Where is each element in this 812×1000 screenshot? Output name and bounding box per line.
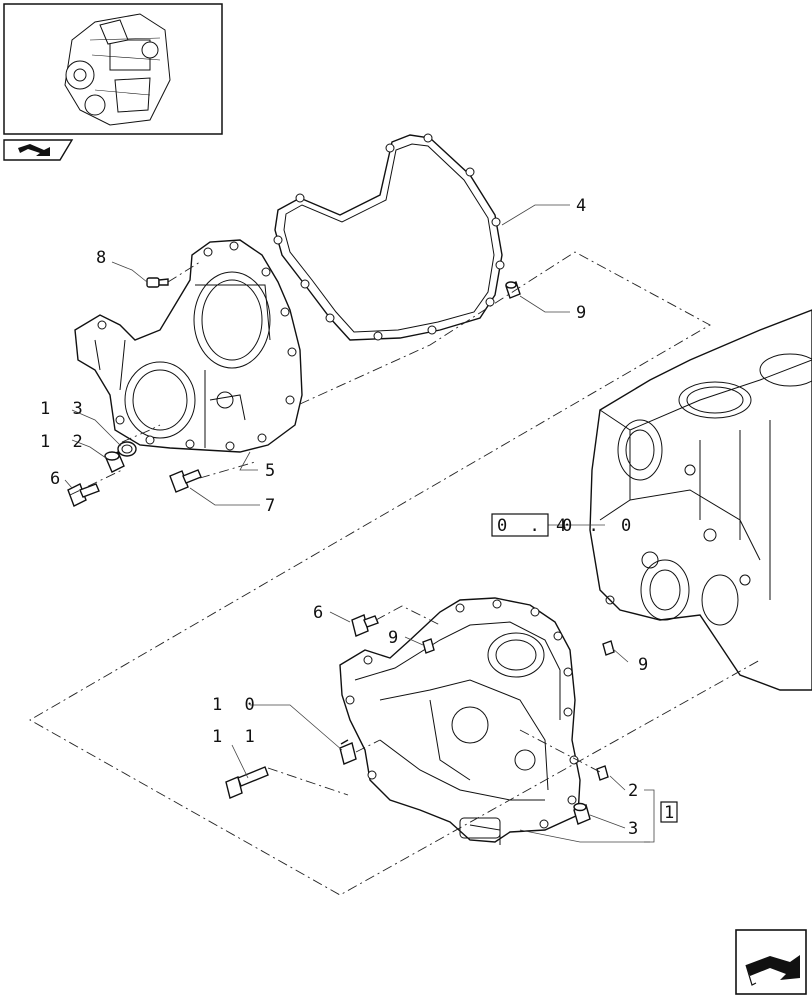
callout-10[interactable]: 1 0 (212, 695, 261, 715)
reference-tail-text: 4 . 0 (556, 516, 637, 536)
dowel-part-9-mid[interactable] (422, 638, 435, 654)
callout-9-top[interactable]: 9 (576, 303, 592, 323)
callout-labels: 4 9 8 1 3 1 2 6 5 7 6 9 9 1 0 1 1 2 3 (40, 196, 654, 839)
callout-11[interactable]: 1 1 (212, 727, 261, 747)
callout-7[interactable]: 7 (265, 496, 281, 516)
plug-part-12[interactable] (104, 451, 125, 473)
timing-cover-part-5[interactable] (74, 239, 303, 453)
next-page-arrow-icon[interactable] (735, 929, 807, 995)
dowel-part-9-right[interactable] (602, 640, 615, 656)
callout-6-top[interactable]: 6 (50, 469, 66, 489)
callout-9-mid[interactable]: 9 (388, 628, 404, 648)
dowel-part-2[interactable] (596, 765, 609, 781)
plug-part-3[interactable] (573, 802, 591, 825)
engine-thumbnail[interactable] (3, 3, 223, 135)
callout-12[interactable]: 1 2 (40, 432, 89, 452)
bolt-part-11[interactable] (225, 766, 269, 799)
callout-1: 1 (664, 803, 680, 823)
callout-4[interactable]: 4 (576, 196, 592, 216)
callout-5[interactable]: 5 (265, 461, 281, 481)
assembly-lines (29, 251, 761, 896)
gear-housing-part-1[interactable] (339, 597, 581, 845)
callout-13[interactable]: 1 3 (40, 399, 89, 419)
bolt-part-6-top[interactable] (67, 483, 100, 507)
reference-box-text: 0 . 0 (497, 516, 578, 536)
engine-block (589, 309, 812, 691)
leader-lines (64, 204, 655, 843)
callout-6-bottom[interactable]: 6 (313, 603, 329, 623)
back-arrow-icon[interactable] (3, 139, 74, 161)
callout-3[interactable]: 3 (628, 819, 644, 839)
callout-1-box[interactable]: 1 (660, 801, 680, 823)
gasket-part-4[interactable] (273, 133, 505, 341)
callout-8[interactable]: 8 (96, 248, 112, 268)
bolt-part-6-bottom[interactable] (351, 614, 379, 637)
callout-2[interactable]: 2 (628, 781, 644, 801)
dowel-part-9-top[interactable] (505, 281, 521, 299)
bolt-part-8[interactable] (146, 277, 169, 288)
bolt-part-10[interactable] (339, 739, 357, 765)
oring-part-13[interactable] (117, 441, 137, 457)
callout-9-right[interactable]: 9 (638, 655, 654, 675)
reference-group-link[interactable]: 0 . 0 4 . 0 (491, 513, 637, 537)
bolt-part-7[interactable] (169, 469, 202, 493)
